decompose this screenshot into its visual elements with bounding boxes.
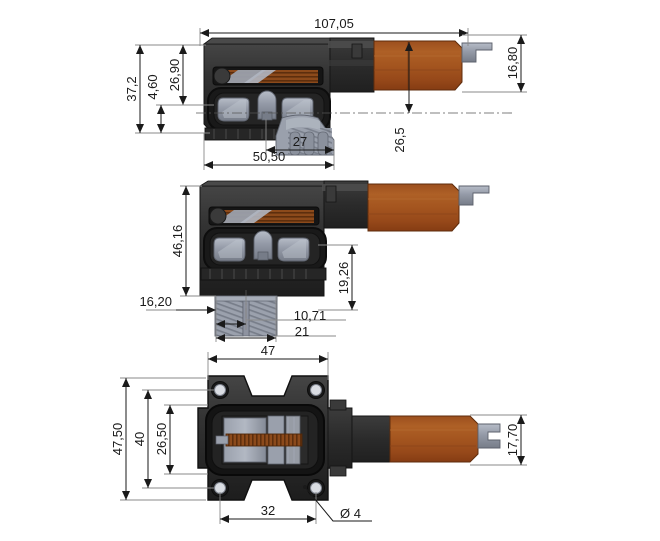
dim-overall-width: 47,50: [110, 377, 206, 501]
part-top-view: [202, 37, 493, 156]
dim-pin-spacing-small: 10,71: [215, 296, 346, 330]
dim-bottom-view: 47 47,50 40 26,50: [110, 343, 527, 524]
dim-label-height-with-pins: 46,16: [170, 225, 185, 258]
dim-label-hole-centers-vertical: 40: [132, 432, 147, 446]
dim-top-view: 107,05 37,2 26,90 4,60: [124, 16, 527, 170]
dim-label-body-length: 50,50: [253, 149, 286, 164]
dim-total-length: 107,05: [199, 16, 469, 46]
dim-body-height: 26,90: [167, 44, 214, 106]
dim-label-hole-centers-horizontal: 32: [261, 503, 275, 518]
dim-label-hole-diameter: Ø 4: [340, 506, 361, 521]
dim-label-window-width: 26,50: [154, 423, 169, 456]
dim-plate-width: 47: [207, 343, 329, 380]
dim-pin-left-offset: 16,20: [139, 294, 216, 314]
dim-height-with-pins: 46,16: [170, 185, 216, 297]
dim-cable-center-height: 19,26: [318, 244, 358, 311]
dim-hole-centers-horizontal: 32: [219, 492, 317, 524]
dim-window-width: 26,50: [154, 404, 208, 475]
dim-hole-centers-vertical: 40: [132, 389, 214, 489]
dim-label-pin-spacing-large: 21: [295, 324, 309, 339]
dim-label-base-height: 4,60: [145, 74, 160, 99]
dim-label-cable-axis: 26,5: [392, 127, 407, 152]
dim-label-pin-offset: 27: [293, 134, 307, 149]
dim-overall-height: 37,2: [124, 44, 205, 134]
dim-label-cable-end-height: 17,70: [505, 424, 520, 457]
dim-label-body-height: 26,90: [167, 59, 182, 92]
dim-label-pin-left-offset: 16,20: [139, 294, 172, 309]
dim-middle-view: 46,16 19,26 16,20: [139, 185, 358, 342]
dim-cable-end-height: 17,70: [470, 414, 527, 466]
dim-body-length: 50,50: [203, 133, 335, 170]
dim-pin-spacing-large: 21: [215, 296, 336, 342]
dim-label-plate-width: 47: [261, 343, 275, 358]
dim-hole-diameter: Ø 4: [303, 485, 372, 522]
dim-label-overall-width: 47,50: [110, 423, 125, 456]
dim-base-height: 4,60: [145, 74, 214, 134]
dim-label-tab-height: 16,80: [505, 47, 520, 80]
part-bottom-view: [197, 375, 501, 501]
dim-label-overall-height: 37,2: [124, 76, 139, 101]
dim-pin-offset: 27: [265, 119, 335, 155]
dim-label-cable-center-height: 19,26: [336, 262, 351, 295]
dim-label-pin-spacing-small: 10,71: [294, 308, 327, 323]
dim-cable-axis: 26,5: [392, 42, 413, 153]
dim-tab-height: 16,80: [462, 34, 527, 93]
dim-label-total-length: 107,05: [314, 16, 354, 31]
